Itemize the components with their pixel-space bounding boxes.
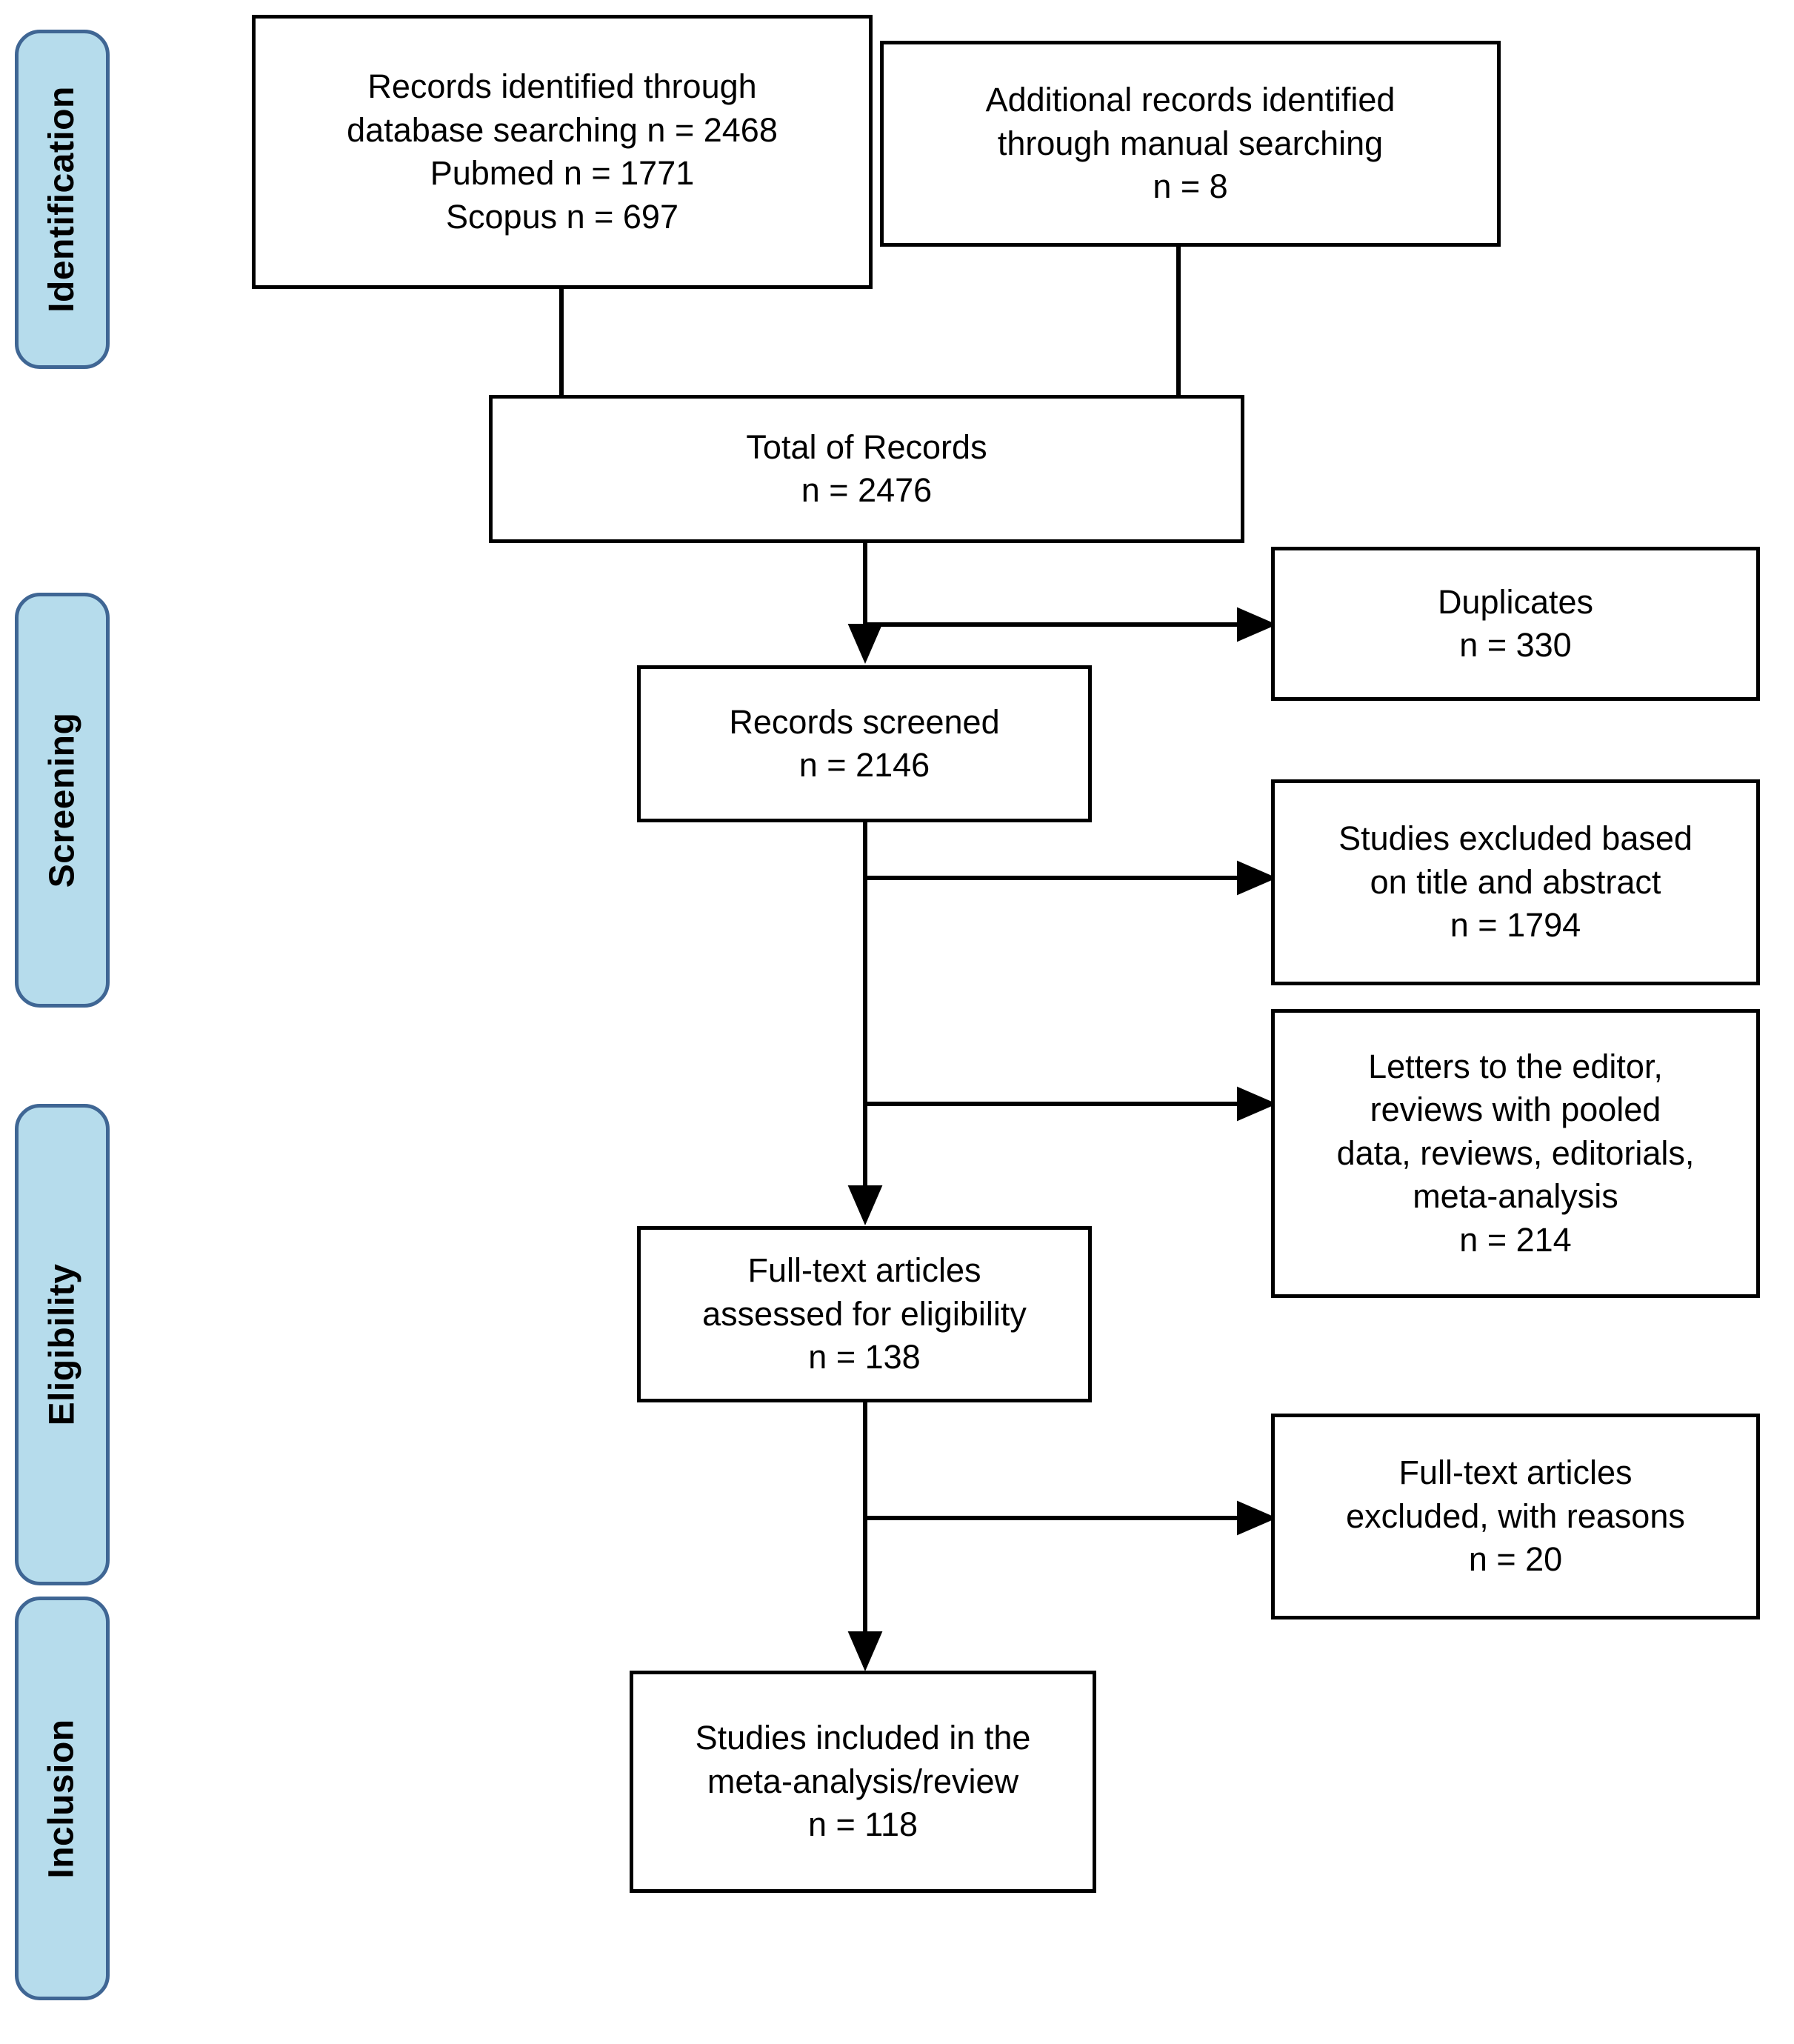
- box-duplicates: Duplicates n = 330: [1271, 547, 1760, 701]
- stage-label-inclusion: Inclusion: [42, 1718, 81, 1879]
- box-duplicates-line-1: Duplicates: [1437, 582, 1594, 621]
- box-excluded-publication-type-line-5: n = 214: [1459, 1220, 1572, 1259]
- box-database-search-line-2: database searching n = 2468: [347, 110, 778, 149]
- box-fulltext-assessed: Full-text articles assessed for eligibil…: [637, 1226, 1092, 1402]
- box-fulltext-excluded-line-3: n = 20: [1468, 1540, 1563, 1579]
- box-manual-search: Additional records identified through ma…: [880, 41, 1501, 247]
- box-fulltext-excluded-line-1: Full-text articles: [1398, 1454, 1633, 1492]
- box-fulltext-excluded-line-2: excluded, with reasons: [1346, 1497, 1685, 1535]
- box-records-screened-line-2: n = 2146: [798, 746, 930, 784]
- box-excluded-publication-type-line-2: reviews with pooled: [1370, 1091, 1661, 1129]
- stage-pill-identification: Identification: [15, 30, 110, 369]
- stage-label-eligibility: Eligibility: [42, 1263, 82, 1426]
- box-manual-search-line-3: n = 8: [1153, 167, 1228, 206]
- box-fulltext-excluded: Full-text articles excluded, with reason…: [1271, 1414, 1760, 1619]
- box-total-records-line-2: n = 2476: [801, 471, 933, 509]
- box-excluded-title-abstract: Studies excluded based on title and abst…: [1271, 779, 1760, 985]
- box-studies-included-line-1: Studies included in the: [695, 1719, 1031, 1757]
- box-manual-search-line-1: Additional records identified: [985, 81, 1395, 119]
- box-manual-search-line-2: through manual searching: [997, 124, 1384, 162]
- box-fulltext-assessed-line-3: n = 138: [808, 1338, 921, 1376]
- box-database-search-line-3: Pubmed n = 1771: [430, 154, 695, 192]
- box-database-search-line-1: Records identified through: [367, 67, 757, 105]
- stage-pill-inclusion: Inclusion: [15, 1597, 110, 2000]
- box-excluded-title-abstract-line-2: on title and abstract: [1370, 862, 1661, 901]
- box-studies-included-line-3: n = 118: [807, 1805, 918, 1844]
- box-records-screened: Records screened n = 2146: [637, 665, 1092, 822]
- box-records-screened-line-1: Records screened: [729, 702, 1000, 741]
- box-studies-included: Studies included in the meta-analysis/re…: [630, 1671, 1096, 1893]
- box-total-records: Total of Records n = 2476: [489, 395, 1244, 543]
- box-excluded-publication-type: Letters to the editor, reviews with pool…: [1271, 1009, 1760, 1298]
- box-excluded-publication-type-line-3: data, reviews, editorials,: [1336, 1133, 1695, 1172]
- stage-label-screening: Screening: [42, 712, 82, 888]
- box-excluded-title-abstract-line-3: n = 1794: [1450, 906, 1581, 945]
- box-duplicates-line-2: n = 330: [1459, 626, 1572, 664]
- box-fulltext-assessed-line-1: Full-text articles: [747, 1251, 981, 1290]
- box-database-search-line-4: Scopus n = 697: [446, 197, 678, 236]
- box-excluded-publication-type-line-4: meta-analysis: [1413, 1177, 1618, 1216]
- stage-label-identification: Identification: [42, 86, 82, 313]
- box-excluded-title-abstract-line-1: Studies excluded based: [1338, 819, 1693, 858]
- box-studies-included-line-2: meta-analysis/review: [707, 1762, 1019, 1800]
- box-database-search: Records identified through database sear…: [252, 15, 873, 289]
- box-excluded-publication-type-line-1: Letters to the editor,: [1368, 1047, 1663, 1085]
- box-fulltext-assessed-line-2: assessed for eligibility: [702, 1294, 1027, 1333]
- stage-pill-screening: Screening: [15, 593, 110, 1008]
- box-total-records-line-1: Total of Records: [746, 427, 987, 466]
- stage-pill-eligibility: Eligibility: [15, 1104, 110, 1585]
